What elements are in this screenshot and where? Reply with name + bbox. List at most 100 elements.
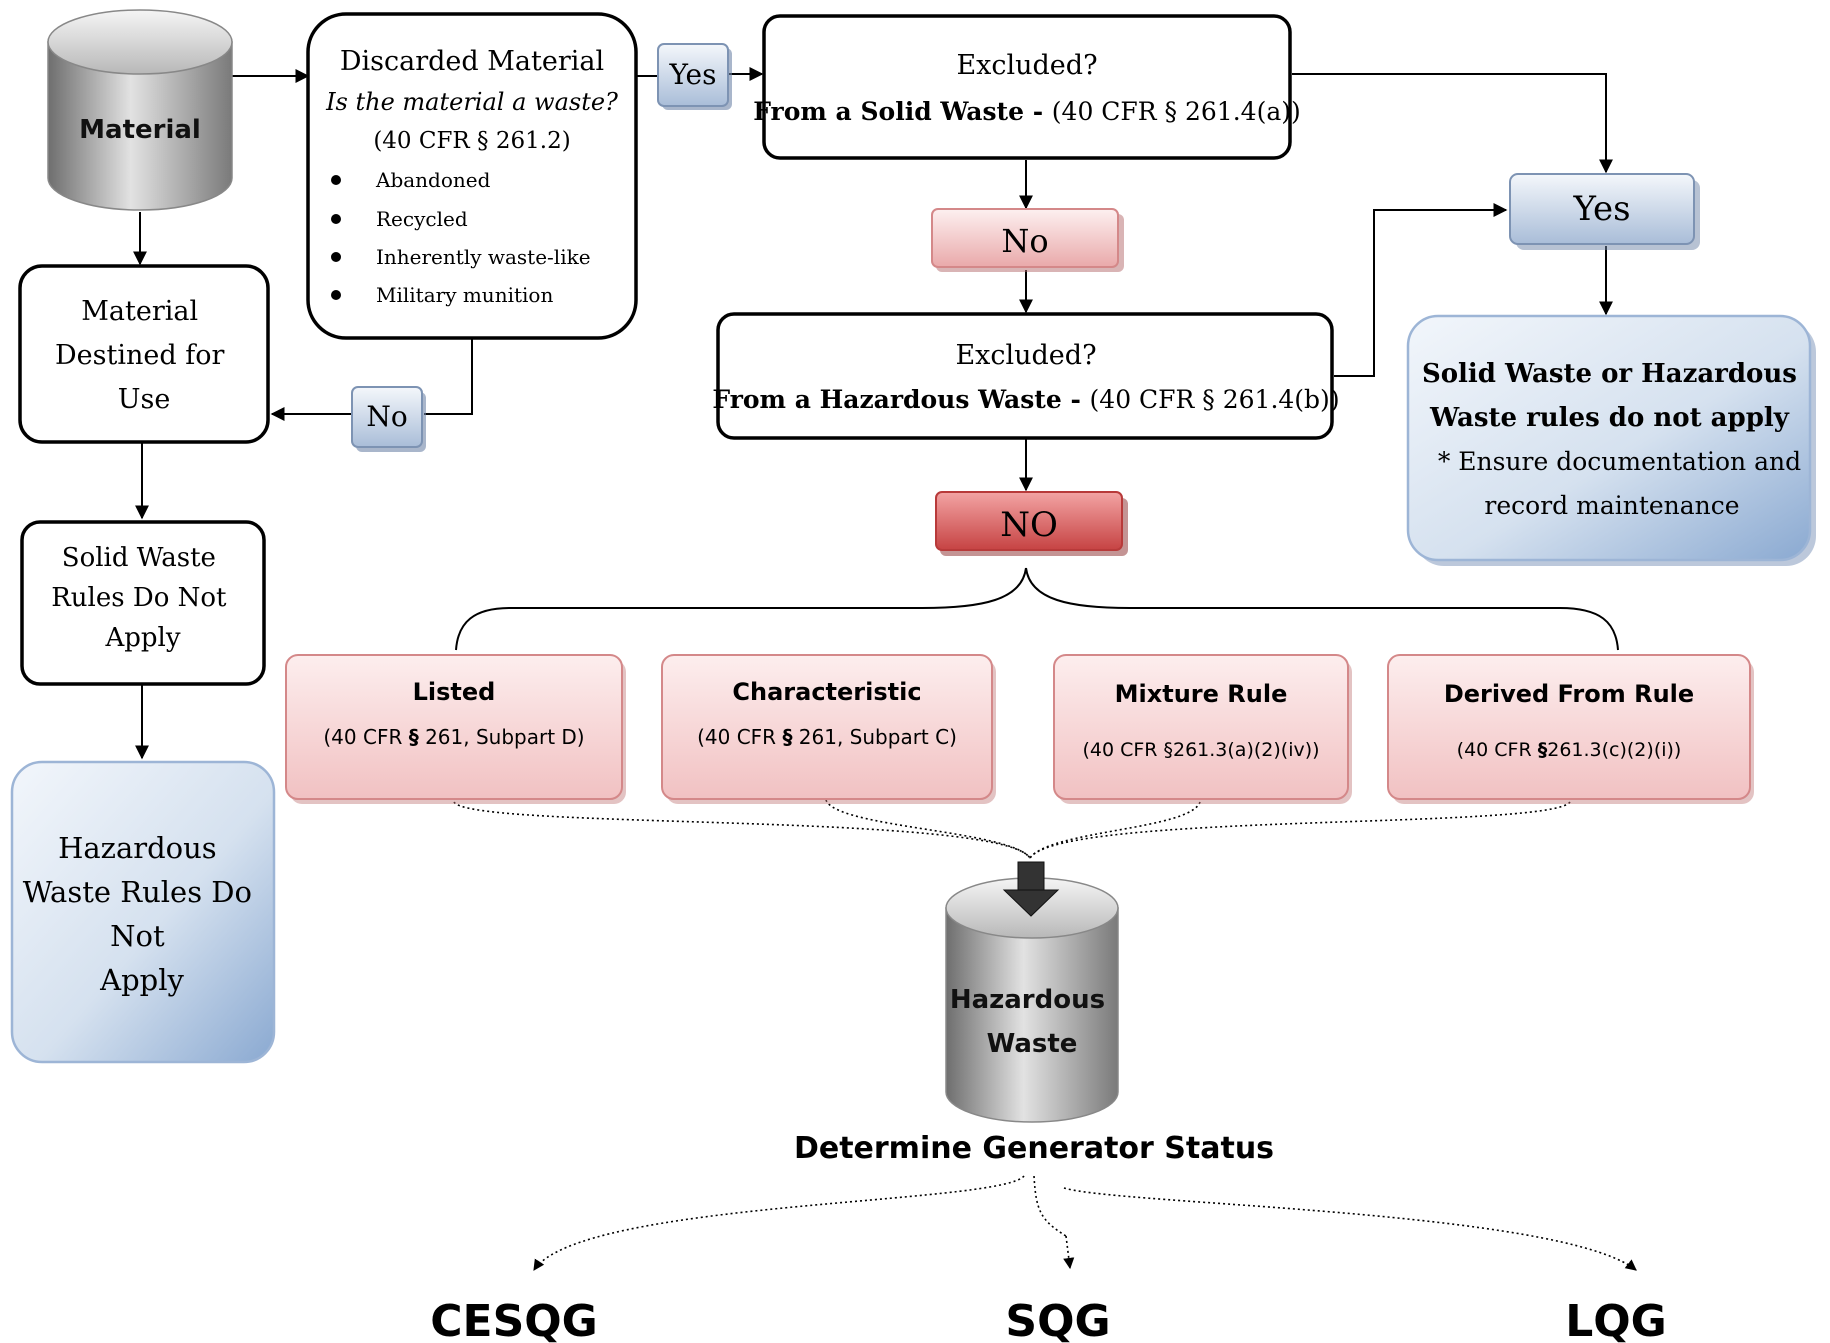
svg-text:Material Destined for: Material Destined for Use	[55, 296, 233, 415]
excluded-haz-line-1: Excluded?	[955, 340, 1096, 371]
svg-text:From a Solid Waste - (40 CFR §: From a Solid Waste - (40 CFR § 261.4(a))	[753, 97, 1301, 126]
category-derived-from-rule: Derived From Rule (40 CFR §261.3(c)(2)(i…	[1387, 654, 1754, 804]
category-derived-cite: (40 CFR	[1457, 739, 1538, 761]
solid-not-apply-line-1: Solid Waste	[62, 543, 216, 573]
material-label: Material	[79, 115, 201, 145]
svg-text:(40 CFR §261.3(a)(2)(iv)): (40 CFR §261.3(a)(2)(iv))	[1082, 739, 1319, 761]
arrow-excluded-solid-to-yes	[1292, 73, 1613, 174]
rules-not-apply-line-3: * Ensure documentation and	[1438, 447, 1801, 476]
excluded-solid-box: Excluded? From a Solid Waste - (40 CFR §…	[753, 14, 1301, 160]
material-cylinder: Material	[47, 9, 233, 211]
dotted-mixture	[1029, 801, 1201, 859]
excluded-haz-citation: (40 CFR § 261.4(b))	[1090, 385, 1340, 414]
generator-sqg: SQG	[1005, 1296, 1110, 1343]
svg-text:(40 CFR § 261, Subpart D): (40 CFR § 261, Subpart D)	[323, 725, 584, 749]
connectors	[133, 67, 1619, 760]
bullet-military-munition: Military munition	[376, 283, 553, 307]
haz-not-apply-line-2: Waste Rules Do	[23, 875, 252, 909]
svg-text:Hazardous Waste Rules Do: Hazardous Waste Rules Do Not Apply	[23, 831, 261, 997]
yes-top-badge: Yes	[657, 43, 732, 110]
destined-line-2: Destined for	[55, 340, 224, 371]
hazardous-waste-cylinder: Hazardous Waste	[945, 861, 1119, 1123]
solid-not-apply-line-2: Rules Do Not	[51, 583, 227, 613]
haz-not-apply-line-1: Hazardous	[58, 831, 217, 865]
svg-text:(40 CFR §261.3(c)(2)(i)): (40 CFR §261.3(c)(2)(i))	[1457, 739, 1682, 761]
category-mixture-title: Mixture Rule	[1115, 680, 1288, 708]
hazardous-waste-line-1: Hazardous	[950, 985, 1105, 1015]
svg-text:From a Hazardous Waste - (40 C: From a Hazardous Waste - (40 CFR § 261.4…	[712, 385, 1339, 414]
haz-not-apply-line-3: Not	[110, 919, 165, 953]
destined-line-3: Use	[118, 384, 171, 415]
dotted-characteristic	[825, 799, 1031, 859]
dotted-to-lqg	[1063, 1187, 1637, 1271]
category-listed-cite-end: 261, Subpart D)	[419, 725, 585, 749]
category-listed: Listed (40 CFR § 261, Subpart D)	[285, 654, 626, 804]
category-mixture-cite: (40 CFR §261.3(a)(2)(iv))	[1082, 739, 1319, 761]
solid-not-apply-line-3: Apply	[104, 623, 180, 653]
discarded-title: Discarded Material	[340, 46, 604, 77]
rules-not-apply-line-1: Solid Waste or Hazardous	[1422, 359, 1797, 389]
excluded-solid-line-1: Excluded?	[956, 50, 1097, 81]
category-listed-title: Listed	[413, 678, 496, 706]
dotted-listed	[453, 801, 1031, 859]
excluded-haz-line-2: From a Hazardous Waste -	[712, 385, 1089, 414]
section-symbol: §	[782, 725, 792, 749]
category-derived-title: Derived From Rule	[1444, 680, 1694, 708]
svg-text:Solid Waste or Hazardous: Solid Waste or Hazardous Waste rules do …	[1422, 359, 1806, 520]
brace-left	[455, 567, 1027, 651]
category-characteristic-cite: (40 CFR	[697, 725, 782, 749]
determine-generator-status: Determine Generator Status	[794, 1131, 1274, 1166]
rules-not-apply-line-2: Waste rules do not apply	[1429, 403, 1790, 433]
dotted-connectors	[453, 799, 1637, 1271]
yes-top-label: Yes	[669, 58, 717, 91]
arrow-excluded-haz-to-yes	[1334, 203, 1508, 377]
brace-right	[1025, 567, 1619, 651]
down-arrow-icon	[1002, 861, 1060, 917]
category-characteristic: Characteristic (40 CFR § 261, Subpart C)	[661, 654, 996, 804]
no-mid-badge: No	[931, 208, 1124, 272]
dotted-to-sqg	[1063, 1235, 1075, 1270]
hazardous-not-apply-box: Hazardous Waste Rules Do Not Apply	[10, 760, 276, 1064]
category-characteristic-cite-end: 261, Subpart C)	[792, 725, 956, 749]
discarded-material-box: Discarded Material Is the material a was…	[306, 12, 638, 340]
dotted-derived	[1029, 801, 1571, 859]
excluded-solid-citation: (40 CFR § 261.4(a))	[1052, 97, 1301, 126]
bullet-inherently-waste-like: Inherently waste-like	[376, 245, 591, 269]
rules-not-apply-line-4: record maintenance	[1484, 491, 1739, 520]
no-left-badge: No	[351, 386, 426, 452]
bullet-recycled: Recycled	[376, 207, 468, 231]
generator-cesqg: CESQG	[430, 1296, 598, 1343]
no-big-badge: NO	[935, 491, 1128, 556]
rules-not-apply-box: Solid Waste or Hazardous Waste rules do …	[1406, 314, 1816, 566]
discarded-citation: (40 CFR § 261.2)	[373, 128, 570, 154]
discarded-bullets: Abandoned Recycled Inherently waste-like…	[331, 168, 591, 307]
generator-lqg: LQG	[1565, 1296, 1667, 1343]
line-discarded-to-no	[424, 338, 473, 415]
no-mid-label: No	[1001, 222, 1048, 260]
hazardous-waste-line-2: Waste	[987, 1029, 1078, 1059]
dotted-to-cesqg	[533, 1175, 1025, 1271]
destined-line-1: Material	[81, 296, 198, 327]
svg-text:Solid Waste Rules Do Not: Solid Waste Rules Do Not Apply	[51, 543, 235, 653]
section-symbol: §	[1538, 739, 1548, 761]
no-left-label: No	[366, 400, 407, 433]
svg-text:Hazardous Waste: Hazardous Waste	[950, 985, 1114, 1059]
excluded-solid-line-2: From a Solid Waste -	[753, 97, 1052, 126]
category-characteristic-title: Characteristic	[732, 678, 921, 706]
destined-box: Material Destined for Use	[18, 264, 270, 444]
category-listed-cite: (40 CFR	[323, 725, 408, 749]
no-big-label: NO	[1000, 505, 1058, 545]
bullet-abandoned: Abandoned	[375, 168, 491, 192]
solid-waste-not-apply-box: Solid Waste Rules Do Not Apply	[20, 520, 266, 686]
svg-text:(40 CFR § 261, Subpart C): (40 CFR § 261, Subpart C)	[697, 725, 957, 749]
section-symbol: §	[409, 725, 419, 749]
dotted-mid	[1033, 1175, 1067, 1237]
yes-right-badge: Yes	[1509, 173, 1700, 250]
category-mixture-rule: Mixture Rule (40 CFR §261.3(a)(2)(iv))	[1053, 654, 1352, 804]
excluded-hazardous-box: Excluded? From a Hazardous Waste - (40 C…	[712, 312, 1340, 440]
yes-right-label: Yes	[1572, 189, 1630, 229]
category-derived-cite-end: 261.3(c)(2)(i))	[1547, 739, 1681, 761]
haz-not-apply-line-4: Apply	[99, 963, 184, 997]
discarded-question: Is the material a waste?	[325, 88, 618, 116]
